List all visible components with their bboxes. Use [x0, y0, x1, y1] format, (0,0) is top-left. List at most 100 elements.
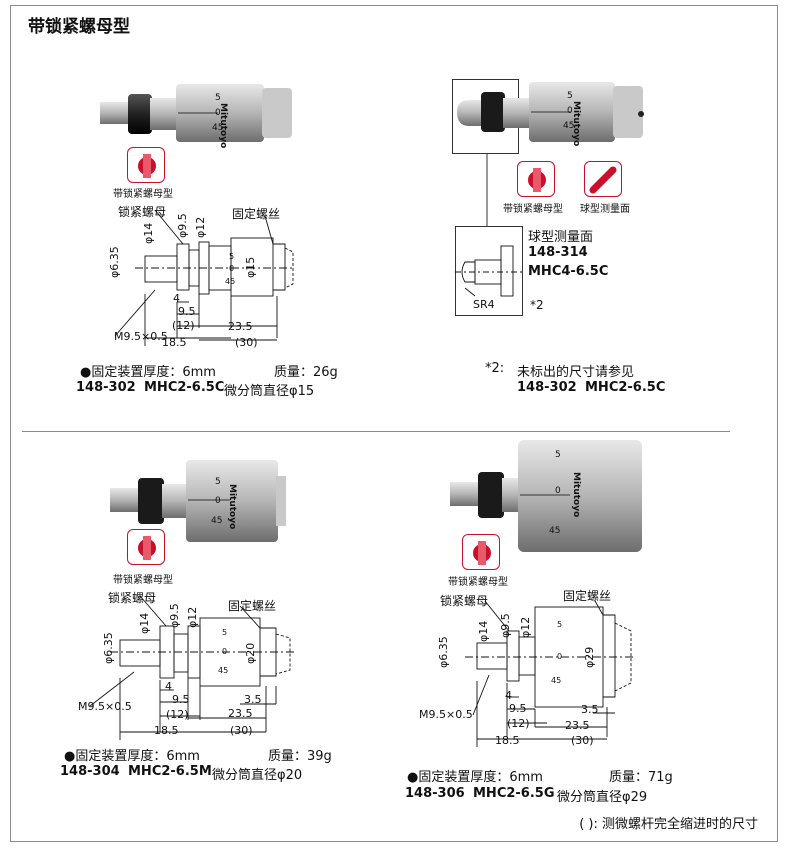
label-lock-nut: 锁紧螺母 [440, 594, 489, 608]
scale-0: 0 [215, 496, 221, 506]
dim-18-5: 18.5 [162, 336, 187, 349]
brand-logo: Mitutoyo [227, 484, 237, 530]
dim-phi95: φ9.5 [176, 213, 189, 238]
dim-phi12: φ12 [194, 216, 207, 238]
dim-18-5: 18.5 [495, 734, 520, 747]
product-photo [457, 82, 644, 142]
dim-phi12: φ12 [519, 616, 532, 638]
product-model: MHC2-6.5G [473, 786, 555, 801]
dim-9-5: 9.5 [178, 305, 196, 318]
dim-phi15: φ15 [244, 256, 257, 278]
lock-nut-icon [462, 534, 500, 570]
dim-thread: M9.5×0.5 [114, 330, 168, 343]
scale-5b: 5 [229, 252, 235, 261]
scale-45: 45 [211, 516, 223, 526]
dim-12: (12) [507, 717, 530, 730]
star-2: *2 [530, 298, 544, 312]
dim-4: 4 [165, 680, 172, 693]
thimble-diameter: 微分筒直径φ15 [224, 384, 315, 399]
lock-nut-type-label: 带锁紧螺母型 [448, 577, 508, 588]
scale-5: 5 [215, 93, 221, 103]
dim-phi12: φ12 [186, 606, 199, 628]
dim-23-5: 23.5 [228, 320, 253, 333]
brand-logo: Mitutoyo [218, 103, 228, 149]
dim-phi95: φ9.5 [168, 603, 181, 628]
dim-phi95: φ9.5 [499, 613, 512, 638]
label-fixed-thread: 固定螺丝 [232, 207, 281, 221]
dim-30: (30) [230, 724, 253, 737]
scale-45b: 45 [225, 277, 236, 286]
product-code: 148-304 [60, 764, 120, 779]
inset-code: 148-314 [528, 245, 588, 260]
section-divider [22, 431, 730, 432]
panel-148-306: 5 0 45 Mitutoyo 带锁紧螺母型 [395, 432, 790, 832]
lock-nut-icon [127, 147, 165, 183]
mount-thickness: ●固定装置厚度：6mm [80, 365, 216, 380]
scale-45b: 45 [551, 676, 562, 685]
lock-nut-icon [517, 161, 555, 197]
dim-18-5: 18.5 [154, 724, 179, 737]
lock-nut-type-label: 带锁紧螺母型 [113, 189, 173, 200]
note-code: 148-302 [517, 380, 577, 395]
scale-0b: 0 [222, 647, 228, 656]
product-photo [450, 440, 642, 552]
thimble-diameter: 微分筒直径φ29 [557, 790, 648, 805]
dim-3-5: 3.5 [244, 693, 262, 706]
mass: 质量：26g [274, 365, 338, 380]
product-photo [100, 84, 292, 142]
dim-23-5: 23.5 [565, 719, 590, 732]
product-code: 148-306 [405, 786, 465, 801]
scale-45: 45 [563, 121, 575, 131]
dim-phi14: φ14 [138, 612, 151, 634]
dim-4: 4 [173, 292, 180, 305]
dim-phi635: φ6.35 [102, 632, 115, 664]
product-model: MHC2-6.5M [128, 764, 212, 779]
brand-logo: Mitutoyo [571, 472, 581, 518]
product-model: MHC2-6.5C [144, 380, 225, 395]
page-frame [10, 5, 778, 842]
scale-5b: 5 [222, 628, 228, 637]
dim-phi14: φ14 [477, 620, 490, 642]
note-star: *2: [485, 361, 505, 376]
mount-thickness: ●固定装置厚度：6mm [64, 749, 200, 764]
dim-thread: M9.5×0.5 [419, 708, 473, 721]
dimension-drawing [465, 600, 635, 747]
dim-thread: M9.5×0.5 [78, 700, 132, 713]
label-lock-nut: 锁紧螺母 [118, 205, 167, 219]
dim-30: (30) [235, 336, 258, 349]
inset-drawing [455, 245, 523, 297]
label-lock-nut: 锁紧螺母 [108, 591, 157, 605]
scale-5b: 5 [557, 620, 563, 629]
scale-0: 0 [215, 108, 221, 118]
dimension-drawing [89, 595, 296, 740]
mass: 质量：39g [268, 749, 332, 764]
panel-148-314: 5 0 45 Mitutoyo 带锁紧螺母型 球型测量面 SR4 球型测量面 1… [395, 0, 790, 430]
inset-sr4: SR4 [473, 298, 495, 311]
label-fixed-thread: 固定螺丝 [563, 589, 612, 603]
product-code: 148-302 [76, 380, 136, 395]
page-title: 带锁紧螺母型 [28, 17, 130, 37]
dim-phi635: φ6.35 [437, 636, 450, 668]
lock-nut-type-label: 带锁紧螺母型 [503, 204, 563, 215]
mount-thickness: ●固定装置厚度：6mm [407, 770, 543, 785]
scale-5: 5 [215, 477, 221, 487]
dim-9-5: 9.5 [172, 693, 190, 706]
scale-5: 5 [567, 91, 573, 101]
scale-45: 45 [549, 526, 561, 536]
dim-3-5: 3.5 [581, 703, 599, 716]
callout-line [486, 154, 488, 226]
inset-frame [455, 226, 523, 316]
dim-4: 4 [505, 689, 512, 702]
scale-45: 45 [212, 123, 224, 133]
brand-logo: Mitutoyo [571, 101, 581, 147]
product-photo [110, 460, 286, 542]
scale-45b: 45 [218, 666, 229, 675]
dim-phi20: φ20 [244, 642, 257, 664]
mass: 质量：71g [609, 770, 673, 785]
scale-0b: 0 [557, 652, 563, 661]
lock-nut-type-label: 带锁紧螺母型 [113, 575, 173, 586]
footer-note: ( ): 测微螺杆完全缩进时的尺寸 [579, 817, 758, 832]
dim-phi635: φ6.35 [108, 246, 121, 278]
dim-12: (12) [172, 319, 195, 332]
scale-0: 0 [567, 106, 573, 116]
